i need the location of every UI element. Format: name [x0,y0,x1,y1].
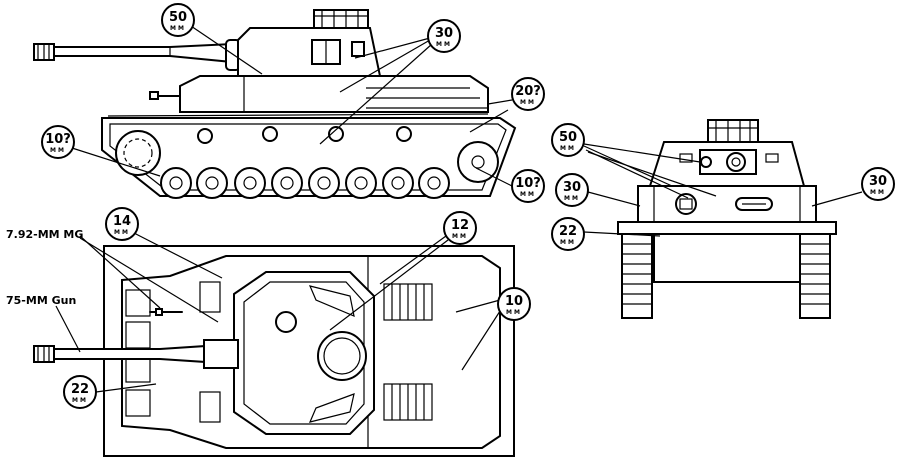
side-superstructure [149,75,489,113]
svg-text:10?: 10? [45,132,71,147]
svg-text:MM: MM [170,25,186,32]
svg-text:10?: 10? [515,176,541,191]
svg-text:30: 30 [563,180,581,195]
top-cupola [317,331,367,381]
side-leader-lines [71,23,513,187]
side-drive-sprocket [115,130,161,176]
svg-text:30: 30 [869,174,887,189]
side-turret [237,9,382,77]
svg-text:MM: MM [506,309,522,316]
svg-text:MM: MM [50,147,66,154]
front-lower-hull [653,233,801,283]
side-cupola [313,9,369,29]
badge-side-front-lower: 10?MM [41,125,75,159]
svg-text:MM: MM [114,229,130,236]
svg-text:22: 22 [559,224,577,239]
badge-side-rear-upper: 20?MM [511,77,545,111]
side-idler-wheel [457,141,499,183]
front-leader-lines [583,143,863,237]
top-leader-lines [55,231,503,393]
top-view [33,231,515,457]
svg-text:12: 12 [451,218,469,233]
svg-text:MM: MM [560,239,576,246]
side-gun-barrel [33,42,233,64]
svg-text:20?: 20? [515,84,541,99]
svg-text:MM: MM [436,41,452,48]
svg-text:14: 14 [113,214,131,229]
svg-text:30: 30 [435,26,453,41]
svg-text:MM: MM [564,195,580,202]
badge-side-rear-lower: 10?MM [511,169,545,203]
svg-text:MM: MM [520,191,536,198]
callout-mg-label: 7.92-MM MG [6,228,83,241]
svg-text:MM: MM [520,99,536,106]
front-fenders [617,221,837,235]
svg-text:22: 22 [71,382,89,397]
svg-text:MM: MM [870,189,886,196]
svg-text:MM: MM [452,233,468,240]
svg-text:MM: MM [72,397,88,404]
front-left-track [621,233,653,319]
front-right-track [799,233,831,319]
front-view [583,119,863,319]
top-turret [233,271,375,435]
front-upper-plate [637,185,817,223]
top-hull-mg [149,308,183,316]
svg-text:10: 10 [505,294,523,309]
front-turret [648,141,806,187]
side-road-wheels [160,167,450,199]
front-cupola [707,119,759,143]
top-engine-grilles [383,283,433,421]
top-gun [33,339,239,369]
svg-text:50: 50 [559,130,577,145]
svg-text:MM: MM [560,145,576,152]
callout-gun-label: 75-MM Gun [6,294,76,307]
svg-text:50: 50 [169,10,187,25]
side-return-rollers [197,126,412,144]
side-view [33,9,517,199]
